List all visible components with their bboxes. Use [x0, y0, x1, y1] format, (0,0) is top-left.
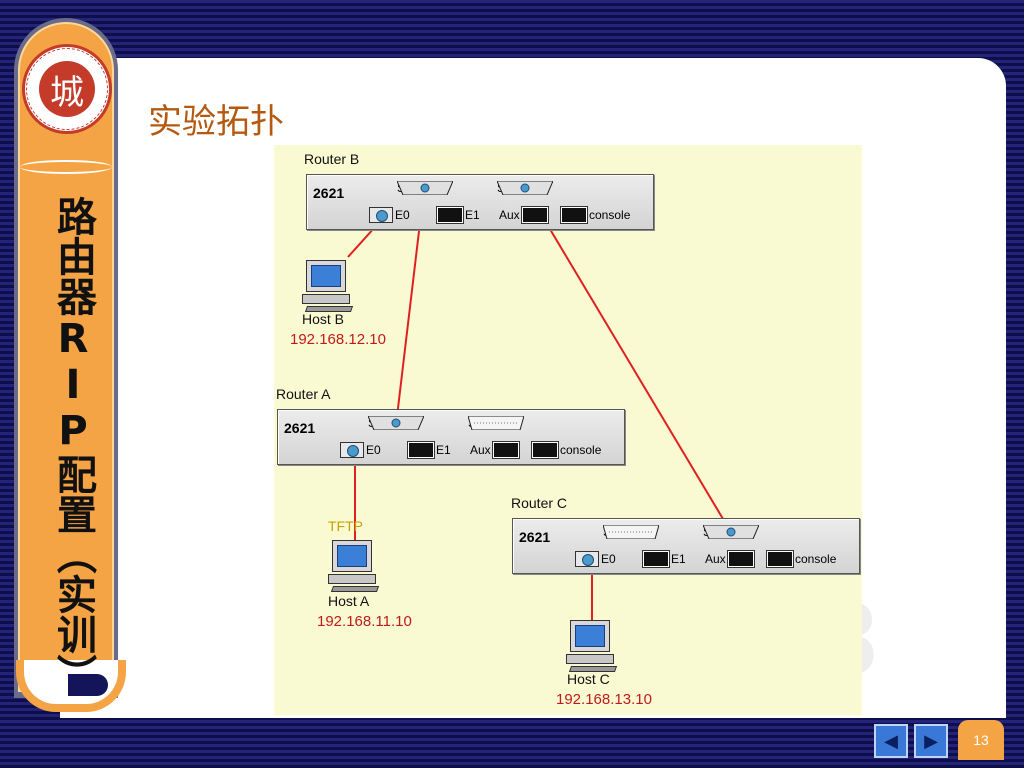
- router-b-port-e0[interactable]: E0: [369, 207, 410, 223]
- aux-port-icon: [491, 441, 520, 459]
- router-c-port-aux[interactable]: Aux: [705, 550, 755, 568]
- slide-navigation: ◀ ▶: [872, 724, 992, 760]
- host-a-role: TFTP: [328, 518, 363, 534]
- router-c-port-e1[interactable]: E1: [642, 550, 686, 568]
- router-a-port-e0[interactable]: E0: [340, 442, 381, 458]
- router-b-port-e1[interactable]: E1: [436, 206, 480, 224]
- console-port-icon: [560, 206, 588, 224]
- router-c-aux-label: Aux: [705, 552, 726, 566]
- router-a-label: Router A: [276, 386, 331, 402]
- page-number: 13: [958, 720, 1004, 760]
- router-a[interactable]: 2621 S0 S1 E0 E1 Aux console: [277, 409, 625, 465]
- router-a-aux-label: Aux: [470, 443, 491, 457]
- host-b-ip: 192.168.12.10: [290, 331, 386, 348]
- host-a-computer-icon[interactable]: [328, 540, 380, 592]
- router-c-port-s0[interactable]: S0: [603, 525, 659, 539]
- router-a-e1-label: E1: [436, 443, 451, 457]
- router-a-console-label: console: [560, 443, 602, 457]
- emblem-ring: [26, 48, 108, 130]
- sidebar-stripe: [20, 160, 112, 174]
- router-c-label: Router C: [511, 495, 568, 511]
- router-a-port-aux[interactable]: Aux: [470, 441, 520, 459]
- router-b-port-console[interactable]: console: [560, 206, 631, 224]
- aux-port-icon: [726, 550, 755, 568]
- router-b-port-s1[interactable]: S1: [497, 181, 553, 195]
- router-b[interactable]: 2621 S0 S1 E0 E1 Aux console: [306, 174, 654, 230]
- host-c-name: Host C: [567, 671, 610, 687]
- prev-slide-icon: ◀: [884, 730, 898, 751]
- router-b-port-s0[interactable]: S0: [397, 181, 453, 195]
- prev-slide-button[interactable]: ◀: [874, 724, 908, 758]
- router-b-console-label: console: [589, 208, 631, 222]
- router-a-model: 2621: [284, 420, 316, 436]
- router-c[interactable]: 2621 S0 S1 E0 E1 Aux console: [512, 518, 860, 574]
- router-c-port-console[interactable]: console: [766, 550, 837, 568]
- host-a-ip: 192.168.11.10: [317, 613, 412, 630]
- serial-port-icon: [368, 416, 424, 430]
- router-a-port-console[interactable]: console: [531, 441, 602, 459]
- router-b-aux-label: Aux: [499, 208, 520, 222]
- router-b-label: Router B: [304, 151, 360, 167]
- sidebar-title: 路由器RIP配置（实训）: [50, 196, 96, 694]
- router-c-e1-label: E1: [671, 552, 686, 566]
- router-b-port-aux[interactable]: Aux: [499, 206, 549, 224]
- ethernet-port-active-icon: [575, 551, 599, 567]
- ethernet-port-active-icon: [340, 442, 364, 458]
- aux-port-icon: [520, 206, 549, 224]
- ethernet-port-active-icon: [369, 207, 393, 223]
- router-a-port-s0[interactable]: S0: [368, 416, 424, 430]
- router-c-model: 2621: [519, 529, 551, 545]
- ethernet-port-icon: [642, 550, 670, 568]
- router-c-port-s1[interactable]: S1: [703, 525, 759, 539]
- router-b-e1-label: E1: [465, 208, 480, 222]
- router-a-port-e1[interactable]: E1: [407, 441, 451, 459]
- host-a-name: Host A: [328, 593, 370, 609]
- host-c-ip: 192.168.13.10: [556, 691, 652, 708]
- ethernet-port-icon: [407, 441, 435, 459]
- router-b-model: 2621: [313, 185, 345, 201]
- host-b-name: Host B: [302, 311, 345, 327]
- serial-port-icon: [397, 181, 453, 195]
- host-b-computer-icon[interactable]: [302, 260, 354, 312]
- serial-port-icon: [703, 525, 759, 539]
- serial-port-unused-icon: [468, 416, 524, 430]
- sidebar-curl-inner: [68, 674, 108, 696]
- next-slide-icon: ▶: [924, 730, 938, 751]
- serial-port-icon: [497, 181, 553, 195]
- ethernet-port-icon: [436, 206, 464, 224]
- router-c-console-label: console: [795, 552, 837, 566]
- router-c-port-e0[interactable]: E0: [575, 551, 616, 567]
- next-slide-button[interactable]: ▶: [914, 724, 948, 758]
- router-a-e0-label: E0: [366, 443, 381, 457]
- console-port-icon: [531, 441, 559, 459]
- router-b-e0-label: E0: [395, 208, 410, 222]
- serial-port-unused-icon: [603, 525, 659, 539]
- page-title: 实验拓扑: [148, 102, 284, 142]
- router-a-port-s1[interactable]: S1: [468, 416, 524, 430]
- link-routerb-s1-routerc-s1: [525, 188, 733, 535]
- router-c-e0-label: E0: [601, 552, 616, 566]
- network-topology-diagram: Router B 2621 S0 S1 E0 E1 Aux console: [274, 145, 862, 715]
- host-c-computer-icon[interactable]: [566, 620, 618, 672]
- console-port-icon: [766, 550, 794, 568]
